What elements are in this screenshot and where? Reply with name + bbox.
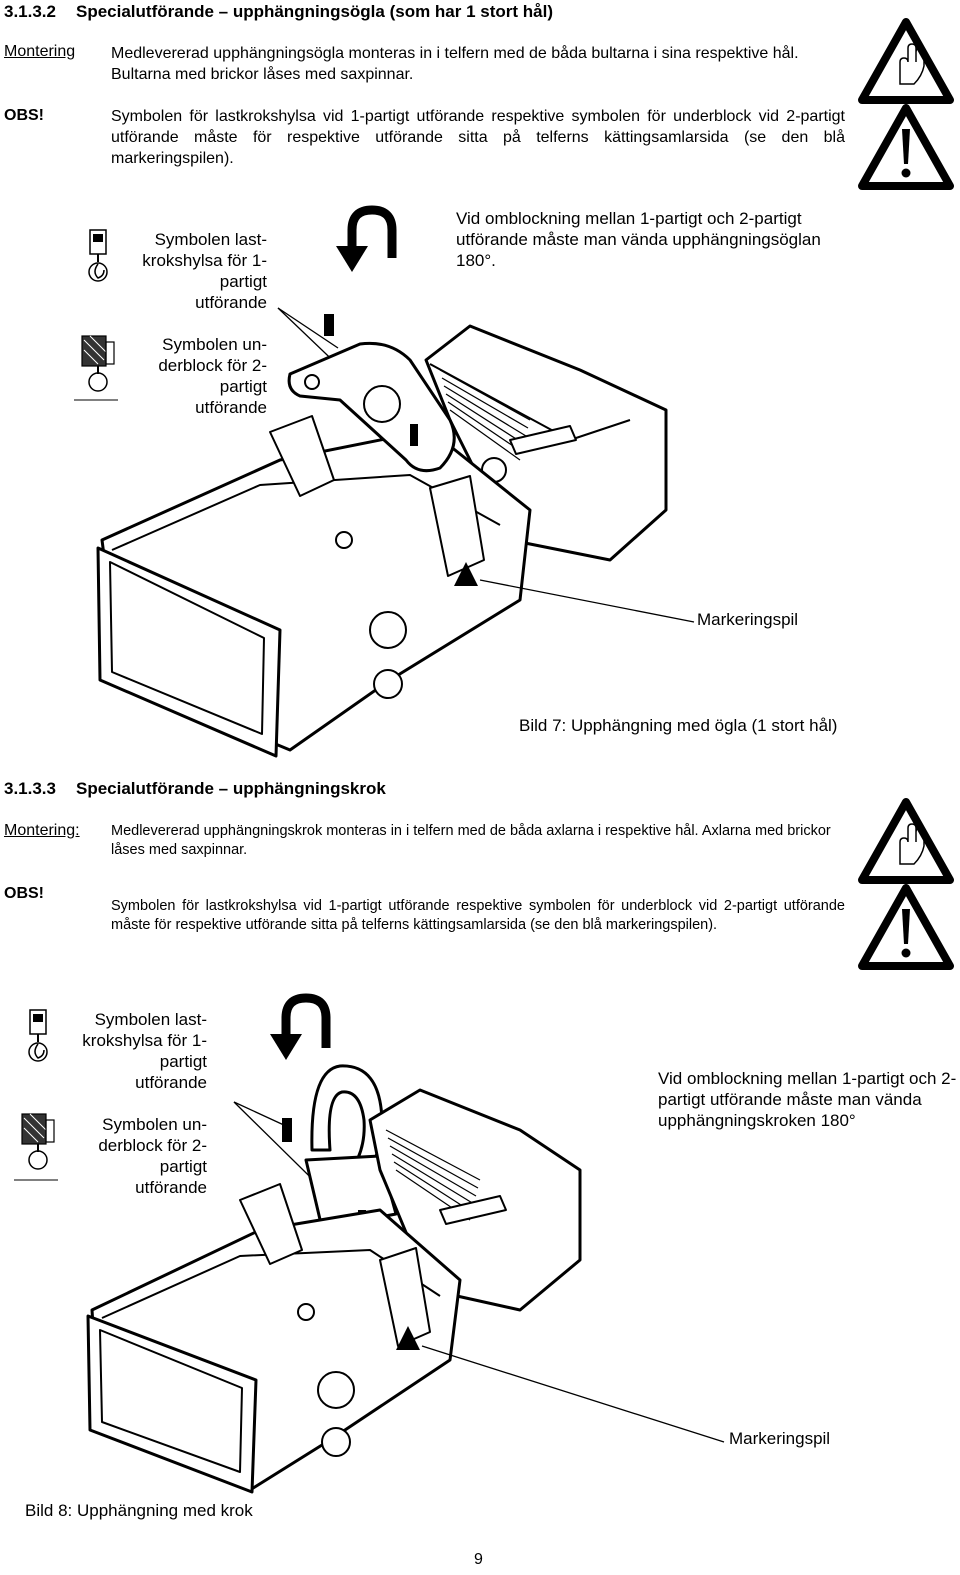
callout-bottom-block: Symbolen un- derblock för 2- partigt utf…: [98, 1115, 207, 1197]
mount-label: Montering: [4, 43, 76, 60]
section-title: Specialutförande – upphängningsögla (som…: [76, 2, 553, 21]
rotate-arrow-icon: [336, 205, 397, 272]
marker-label: Markeringspil: [729, 1429, 831, 1448]
hook-sleeve-icon: [88, 229, 108, 282]
section-title: Specialutförande – upphängningskrok: [76, 779, 386, 798]
page-number: 9: [474, 1551, 483, 1568]
mount-text: Medlevererad upphängningsögla monteras i…: [111, 45, 799, 83]
rotate-arrow-icon: [270, 993, 331, 1060]
hook-sleeve-icon: [28, 1009, 48, 1062]
obs-text: Symbolen för lastkrokshylsa vid 1-partig…: [111, 898, 845, 933]
section-heading-3-1-3-3: 3.1.3.3 Specialutförande – upphängningskr…: [4, 779, 386, 799]
obs-label: OBS!: [4, 107, 44, 124]
mount-text: Medlevererad upphängningskrok monteras i…: [111, 823, 831, 858]
bottom-block-icon: [74, 335, 118, 401]
warning-exclamation-icon: [858, 104, 954, 190]
callout-reverse-eye: Vid omblockning mellan 1-partigt och 2-p…: [456, 209, 821, 270]
figure-caption: Bild 7: Upphängning med ögla (1 stort hå…: [519, 716, 838, 735]
warning-hand-icon: [858, 18, 954, 104]
callout-reverse-hook: Vid omblockning mellan 1-partigt och 2-p…: [658, 1069, 957, 1130]
callout-hook-sleeve: Symbolen last- krokshylsa för 1- partigt…: [82, 1010, 207, 1092]
obs-text: Symbolen för lastkrokshylsa vid 1-partig…: [111, 108, 845, 167]
hoist-illustration-hook: [86, 1064, 725, 1494]
section-number: 3.1.3.3: [4, 779, 56, 798]
warning-icons-group: [858, 18, 954, 190]
section-number: 3.1.3.2: [4, 2, 56, 21]
warning-hand-icon: [858, 798, 954, 884]
warning-icons-group: [858, 798, 954, 970]
section-heading-3-1-3-2: 3.1.3.2 Specialutförande – upphängningsög…: [4, 2, 553, 22]
obs-label: OBS!: [4, 885, 44, 902]
marker-label: Markeringspil: [697, 610, 799, 629]
figure-caption: Bild 8: Upphängning med krok: [25, 1501, 253, 1520]
bottom-block-icon: [14, 1113, 58, 1181]
hoist-illustration-eye: [96, 307, 695, 758]
mount-label: Montering:: [4, 822, 80, 839]
callout-bottom-block: Symbolen un- derblock för 2- partigt utf…: [158, 335, 267, 417]
warning-exclamation-icon: [858, 884, 954, 970]
callout-hook-sleeve: Symbolen last- krokshylsa för 1- partigt…: [142, 230, 267, 312]
